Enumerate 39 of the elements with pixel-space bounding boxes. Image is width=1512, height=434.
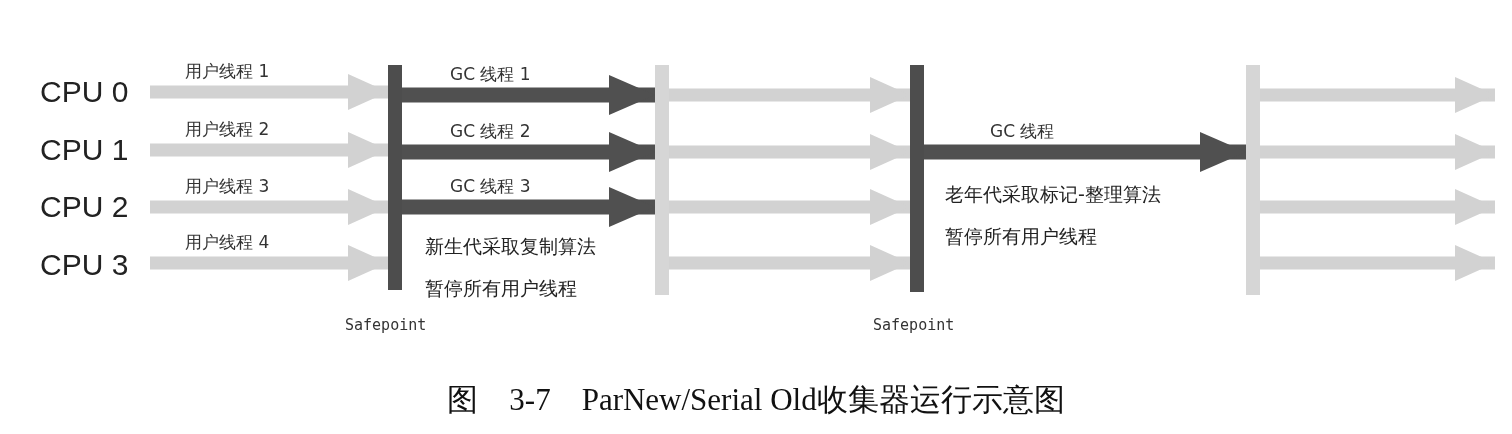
cpu-label: CPU 3: [40, 245, 129, 285]
cpu-label: CPU 0: [40, 72, 129, 112]
cpu-label: CPU 2: [40, 187, 129, 227]
safepoint-bar: [388, 65, 402, 290]
arrow: [924, 132, 1246, 172]
arrow: [150, 245, 388, 281]
arrow: [1260, 77, 1495, 113]
arrow: [1260, 189, 1495, 225]
cpu-label: CPU 1: [40, 130, 129, 170]
edge-label: 用户线程 4: [185, 231, 270, 253]
safepoint-bar: [910, 65, 924, 292]
arrow: [150, 74, 388, 110]
edge-label: GC 线程: [990, 120, 1055, 142]
arrow: [669, 189, 910, 225]
timeline-bar: [1246, 65, 1260, 295]
note-text: 新生代采取复制算法: [425, 234, 596, 259]
arrow: [1260, 245, 1495, 281]
note-text: 老年代采取标记-整理算法: [945, 182, 1161, 207]
arrow: [402, 75, 655, 115]
arrow: [669, 77, 910, 113]
arrow: [402, 187, 655, 227]
edge-label: GC 线程 1: [450, 63, 531, 85]
arrow: [669, 134, 910, 170]
note-text: 暂停所有用户线程: [425, 276, 577, 301]
arrow: [150, 132, 388, 168]
safepoint-label: Safepoint: [873, 315, 955, 335]
edge-label: GC 线程 3: [450, 175, 531, 197]
edge-label: GC 线程 2: [450, 120, 531, 142]
arrow: [669, 245, 910, 281]
edge-label: 用户线程 3: [185, 175, 270, 197]
caption: 图 3-7 ParNew/Serial Old收集器运行示意图: [446, 381, 1066, 419]
edge-label: 用户线程 1: [185, 60, 270, 82]
timeline-bar: [655, 65, 669, 295]
note-text: 暂停所有用户线程: [945, 224, 1097, 249]
arrow: [150, 189, 388, 225]
arrow: [402, 132, 655, 172]
arrow: [1260, 134, 1495, 170]
edge-label: 用户线程 2: [185, 118, 270, 140]
safepoint-label: Safepoint: [345, 315, 427, 335]
